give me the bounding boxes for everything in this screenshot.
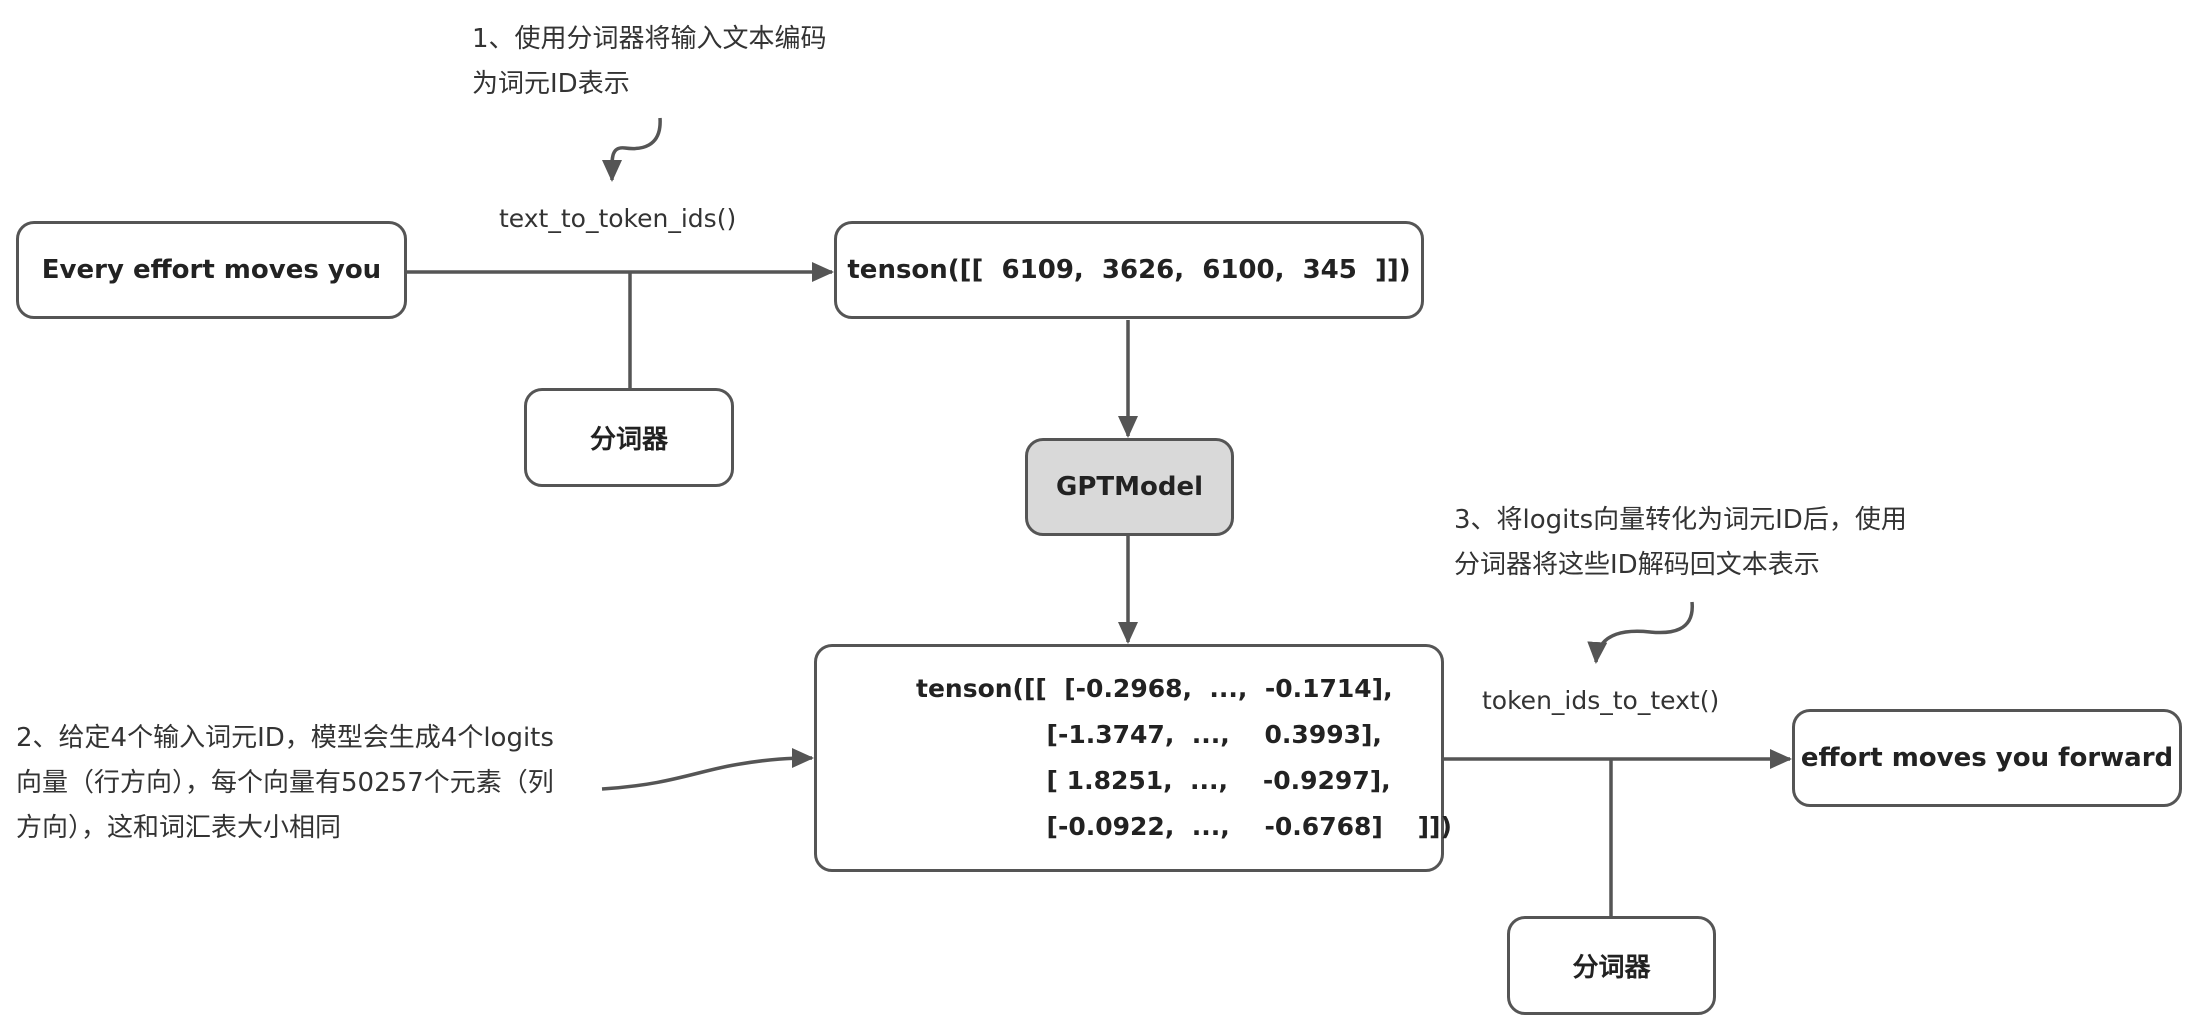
note-step2: 2、给定4个输入词元ID，模型会生成4个logits 向量（行方向），每个向量有… [16, 716, 554, 851]
output-text-box: effort moves you forward [1792, 709, 2182, 807]
arrow-note2-to-logits [601, 748, 814, 791]
note-step3: 3、将logits向量转化为词元ID后，使用 分词器将这些ID解码回文本表示 [1454, 498, 1907, 588]
gpt-model-box: GPTModel [1025, 438, 1234, 536]
note-step1-line2: 为词元ID表示 [472, 69, 630, 99]
note-step1-line1: 1、使用分词器将输入文本编码 [472, 24, 827, 54]
logits-row: tenson([[ [-0.2968, ..., -0.1714], [916, 674, 1393, 703]
note-step3-line1: 3、将logits向量转化为词元ID后，使用 [1454, 505, 1907, 535]
token-ids-box: tenson([[ 6109, 3626, 6100, 345 ]]) [834, 221, 1424, 319]
note-step2-line1: 2、给定4个输入词元ID，模型会生成4个logits [16, 723, 554, 753]
logits-row: [-0.0922, ..., -0.6768] ]]) [916, 812, 1452, 841]
arrow-note3-squiggle [1587, 601, 1694, 664]
tokenizer-box-2: 分词器 [1507, 916, 1716, 1015]
logits-box: tenson([[ [-0.2968, ..., -0.1714], [-1.3… [814, 644, 1452, 872]
logits-row: [ 1.8251, ..., -0.9297], [916, 766, 1391, 795]
note-step2-line2: 向量（行方向），每个向量有50257个元素（列 [16, 768, 554, 798]
tokenizer-box-1: 分词器 [524, 388, 734, 487]
note-step1: 1、使用分词器将输入文本编码 为词元ID表示 [472, 17, 827, 107]
input-text-box: Every effort moves you [16, 221, 407, 319]
decode-fn-label: token_ids_to_text() [1482, 686, 1720, 715]
note-step3-line2: 分词器将这些ID解码回文本表示 [1454, 550, 1820, 580]
encode-fn-label: text_to_token_ids() [499, 204, 737, 233]
arrow-note1-squiggle [601, 117, 662, 182]
logits-row: [-1.3747, ..., 0.3993], [916, 720, 1382, 749]
note-step2-line3: 方向），这和词汇表大小相同 [16, 813, 342, 843]
